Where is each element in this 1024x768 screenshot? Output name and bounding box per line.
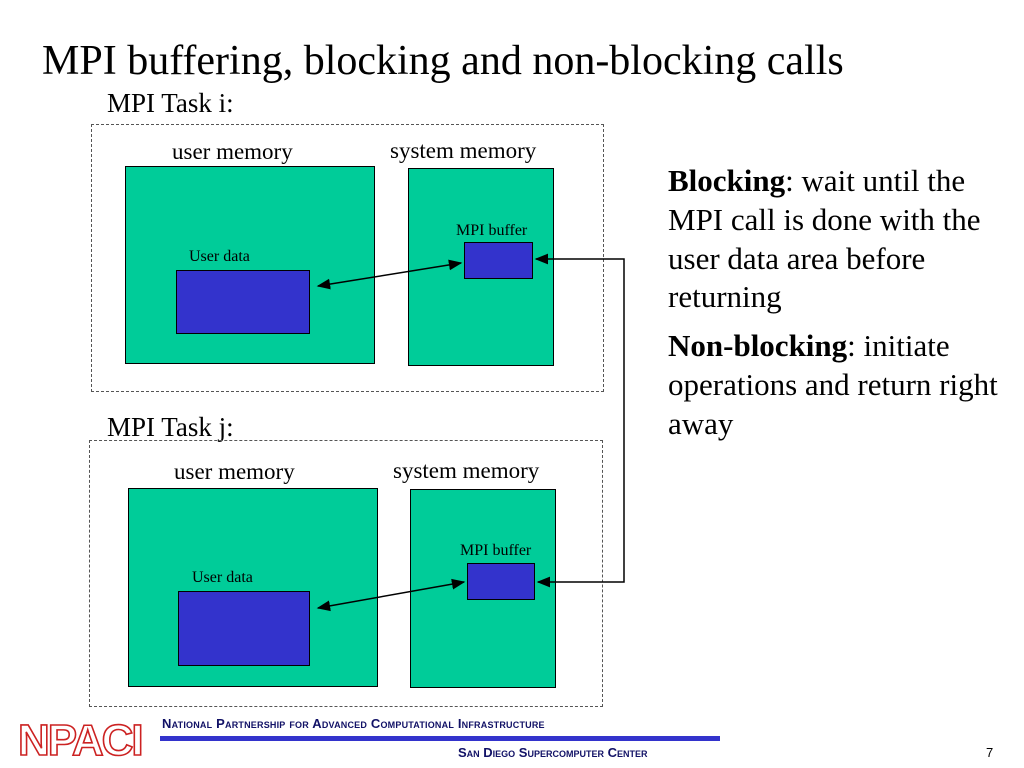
page-number: 7 <box>986 745 994 760</box>
task-i-user-data <box>176 270 310 334</box>
task-j-system-memory-label: system memory <box>393 458 540 483</box>
task-i-mpi-buffer-label: MPI buffer <box>456 222 528 239</box>
blocking-text: : wait until the MPI call is done with t… <box>668 163 981 315</box>
task-j-mpi-buffer-label: MPI buffer <box>460 542 532 559</box>
task-i-system-memory-label: system memory <box>390 138 537 163</box>
footer-org: National Partnership for Advanced Comput… <box>162 716 545 731</box>
task-j-label: MPI Task j: <box>107 412 234 442</box>
nonblocking-paragraph: Non-blocking: initiate operations and re… <box>668 327 1008 443</box>
task-i-box <box>91 124 604 392</box>
blocking-term: Blocking <box>668 163 786 198</box>
task-i-user-memory-label: user memory <box>172 139 293 164</box>
task-i-user-data-label: User data <box>189 248 250 265</box>
task-j-box <box>89 440 603 707</box>
npaci-logo: NPACI <box>17 715 144 762</box>
nonblocking-term: Non-blocking <box>668 328 848 363</box>
task-j-user-data-label: User data <box>192 569 253 586</box>
task-j-mpi-buffer <box>467 563 535 600</box>
task-j-user-memory-label: user memory <box>174 459 295 484</box>
footer-divider <box>160 736 720 741</box>
npaci-logo-text: NPACI <box>18 716 142 762</box>
task-i-label: MPI Task i: <box>107 88 234 118</box>
arrow-i-data-buffer <box>316 259 463 290</box>
blocking-paragraph: Blocking: wait until the MPI call is don… <box>668 162 1008 317</box>
arrow-buffer-to-buffer <box>534 253 625 588</box>
text-column: Blocking: wait until the MPI call is don… <box>668 162 1008 453</box>
slide-title: MPI buffering, blocking and non-blocking… <box>42 38 844 84</box>
task-j-user-data <box>178 591 310 666</box>
nonblocking-text: : initiate operations and return right a… <box>668 328 998 441</box>
footer-center: San Diego Supercomputer Center <box>458 745 648 760</box>
arrow-j-data-buffer <box>316 578 466 612</box>
task-i-mpi-buffer <box>464 242 533 279</box>
